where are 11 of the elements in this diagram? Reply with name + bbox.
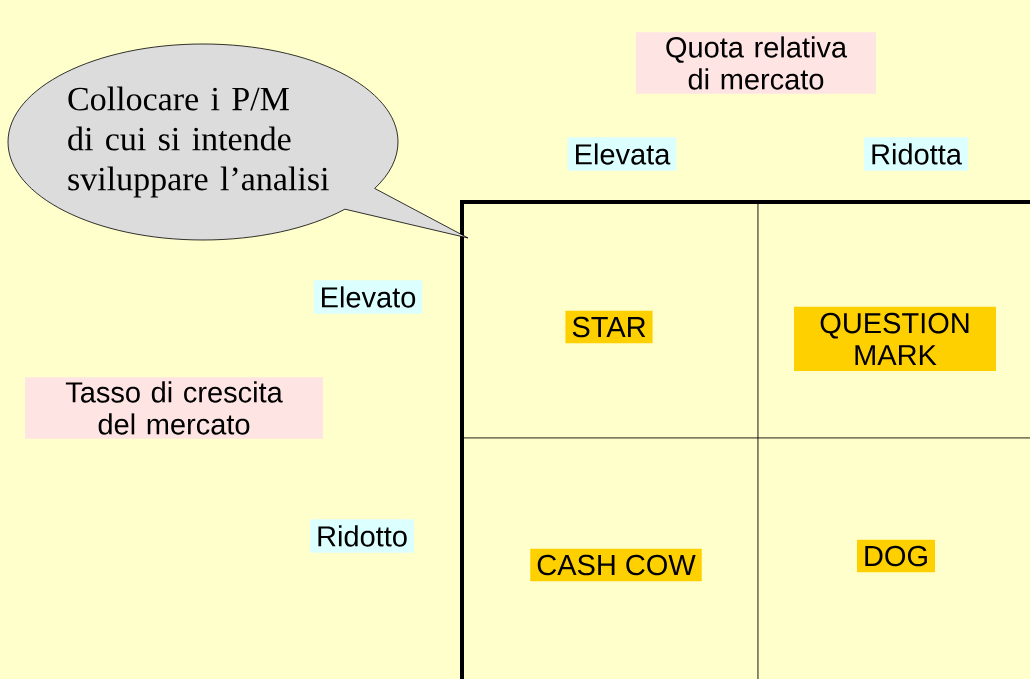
quadrant-label: CASH COW [530, 548, 702, 582]
level-label: Ridotta [864, 137, 968, 171]
quadrant-label: QUESTION MARK [794, 306, 996, 372]
level-label: Ridotto [310, 519, 414, 553]
level-label: Elevata [567, 137, 677, 171]
quadrant-label: STAR [565, 310, 653, 344]
axis-label: Tasso di crescita del mercato [25, 377, 323, 439]
speech-bubble: Collocare i P/M di cui si intende sviluppare l’analisi [7, 43, 469, 241]
axis-label: Quota relativa di mercato [636, 32, 876, 94]
quadrant-label: DOG [857, 539, 936, 573]
level-label: Elevato [313, 280, 423, 314]
